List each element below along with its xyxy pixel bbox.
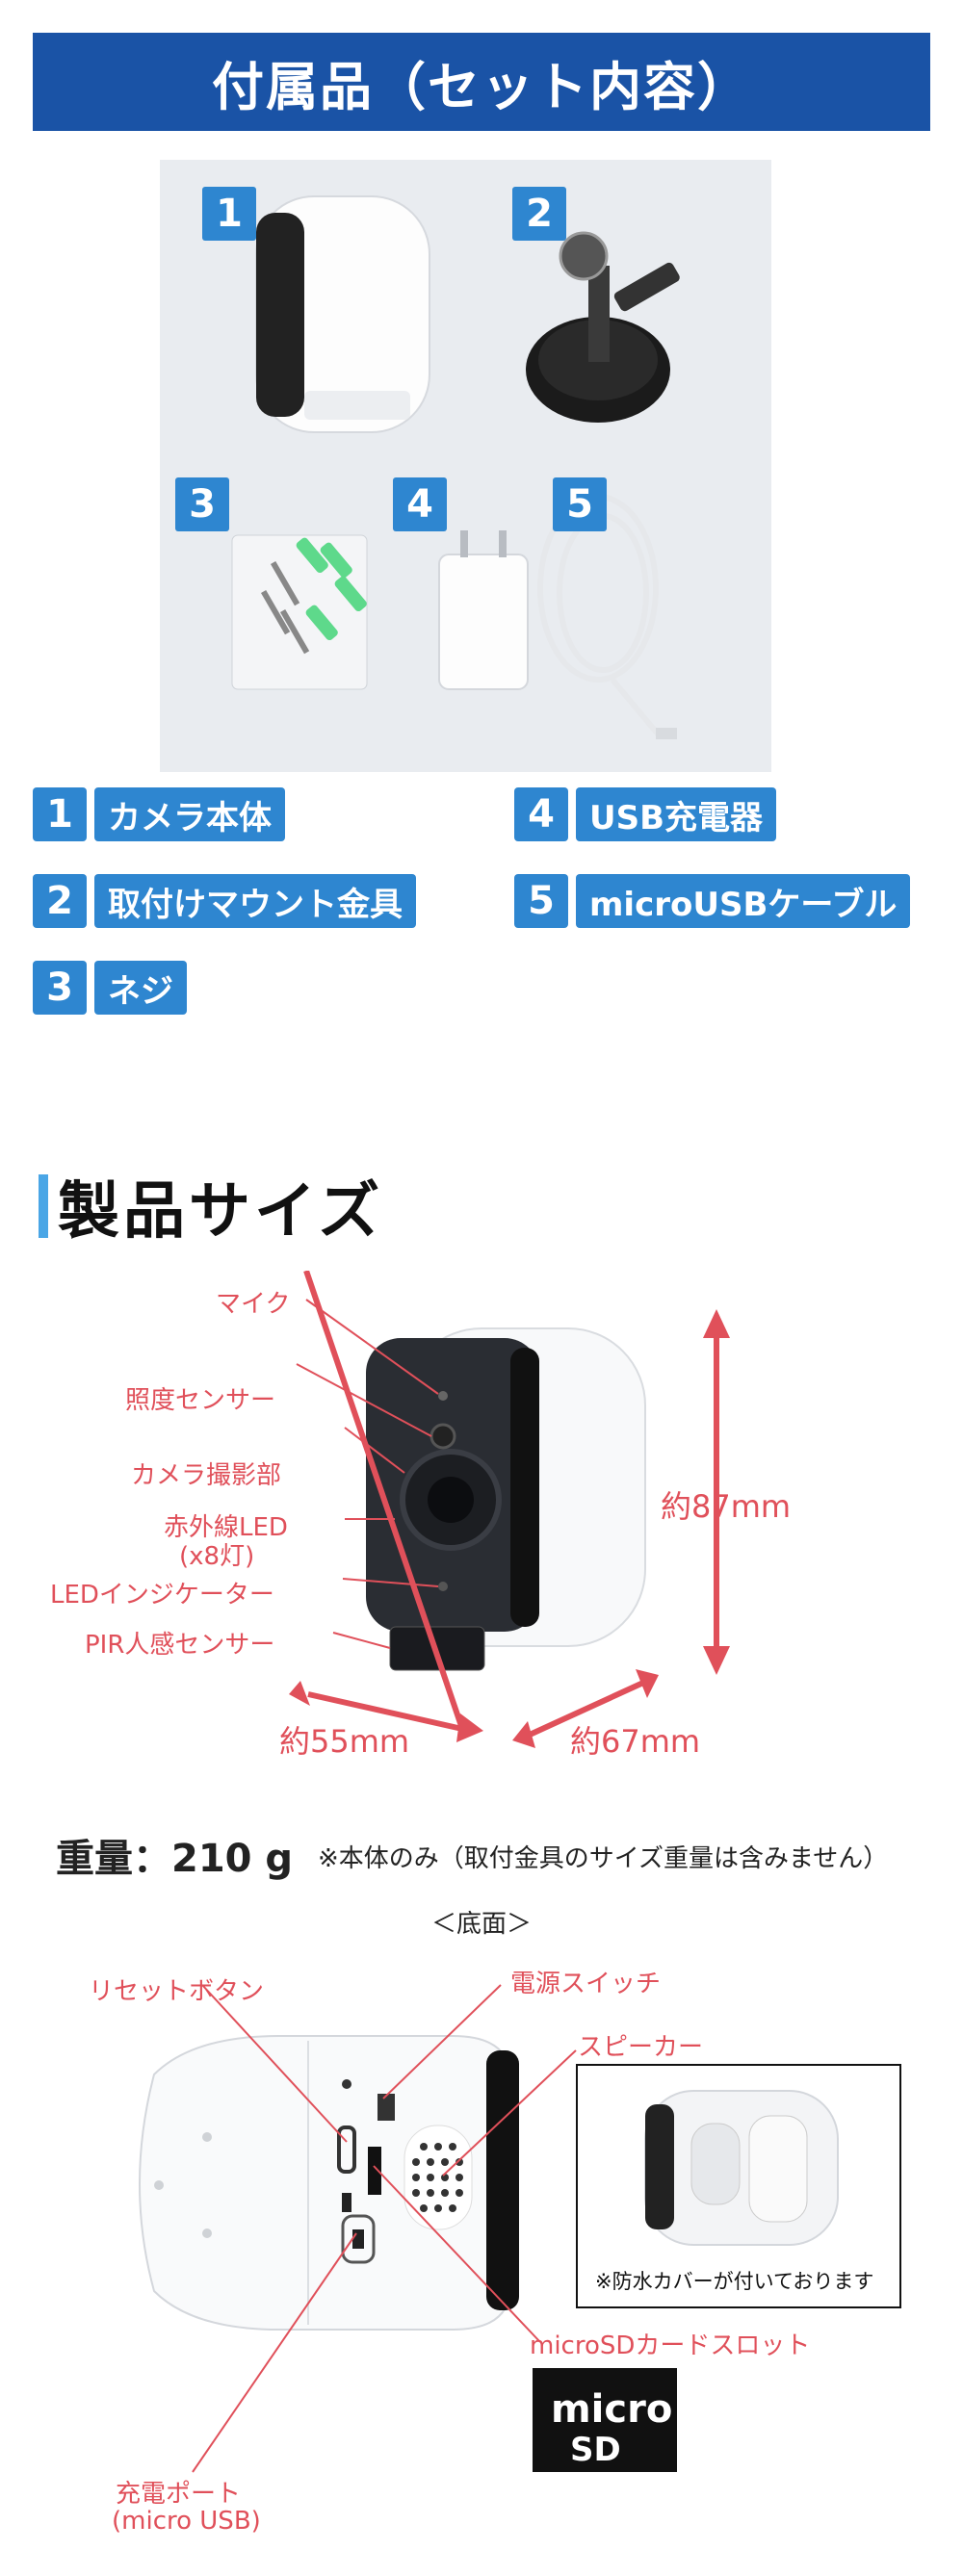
photo-number-2: 2 bbox=[512, 187, 566, 241]
photo-number-1: 1 bbox=[202, 187, 256, 241]
legend-item-3: 3 ネジ bbox=[33, 961, 187, 1015]
callout-ir-led-count: (x8灯) bbox=[179, 1542, 255, 1571]
bottom-diagram: micro SD bbox=[139, 1984, 677, 2473]
callout-mic: マイク bbox=[216, 1290, 291, 1319]
weight-label: 重量：210 g bbox=[56, 1837, 294, 1881]
legend-number: 3 bbox=[33, 961, 87, 1015]
size-title-text: 製品サイズ bbox=[58, 1176, 384, 1248]
bottom-callout-lines bbox=[192, 1984, 577, 2473]
dimension-width: 約55mm bbox=[279, 1723, 410, 1760]
callout-speaker: スピーカー bbox=[578, 2033, 704, 2062]
contents-photo bbox=[231, 195, 680, 739]
legend-number: 2 bbox=[33, 874, 87, 928]
legend-label: 取付けマウント金具 bbox=[94, 874, 416, 928]
camera-body-image bbox=[255, 195, 430, 433]
legend-item-2: 2 取付けマウント金具 bbox=[33, 874, 416, 928]
camera-bottom-image bbox=[139, 2035, 519, 2331]
callout-power-switch: 電源スイッチ bbox=[510, 1970, 662, 1998]
weight-note: ※本体のみ（取付金具のサイズ重量は含みません） bbox=[318, 1844, 889, 1873]
dimension-arrows bbox=[289, 1271, 730, 1748]
callout-ir-led: 赤外線LED bbox=[164, 1513, 288, 1542]
microsd-logo-icon: micro SD bbox=[533, 2368, 677, 2472]
legend-label: USB充電器 bbox=[576, 787, 777, 841]
camera-front-image bbox=[366, 1327, 646, 1671]
size-section-title: 製品サイズ bbox=[39, 1172, 383, 1248]
waterproof-note: ※防水カバーが付いております bbox=[595, 2270, 874, 2293]
screws-image bbox=[231, 534, 368, 690]
title-accent-bar bbox=[39, 1174, 48, 1238]
dimension-height: 約87mm bbox=[661, 1488, 792, 1525]
legend-label: microUSBケーブル bbox=[576, 874, 911, 928]
contents-header: 付属品（セット内容） bbox=[33, 33, 930, 131]
waterproof-inset: ※防水カバーが付いております bbox=[576, 2064, 901, 2308]
photo-number-5: 5 bbox=[553, 477, 607, 531]
svg-text:SD: SD bbox=[570, 2431, 621, 2469]
photo-number-4: 4 bbox=[393, 477, 447, 531]
size-diagram bbox=[289, 1271, 730, 1748]
callout-camera: カメラ撮影部 bbox=[131, 1461, 282, 1490]
bottom-view-title: ＜底面＞ bbox=[430, 1910, 532, 1939]
mount-bracket-image bbox=[526, 231, 680, 423]
callout-charge-port: 充電ポート bbox=[116, 2480, 242, 2509]
callout-pir: PIR人感センサー bbox=[85, 1631, 275, 1660]
legend-label: カメラ本体 bbox=[94, 787, 285, 841]
legend-number: 1 bbox=[33, 787, 87, 841]
legend-number: 5 bbox=[514, 874, 568, 928]
speaker-grille-icon bbox=[412, 2143, 463, 2212]
callout-reset-button: リセットボタン bbox=[89, 1977, 265, 2006]
usb-cable-image bbox=[537, 494, 677, 739]
callout-light-sensor: 照度センサー bbox=[125, 1386, 276, 1415]
photo-number-3: 3 bbox=[175, 477, 229, 531]
legend-item-4: 4 USB充電器 bbox=[514, 787, 777, 841]
contents-photo-panel: 1 2 3 4 5 bbox=[160, 160, 771, 772]
waterproof-cover-image bbox=[644, 2090, 839, 2246]
legend-label: ネジ bbox=[94, 961, 187, 1015]
callout-led-indicator: LEDインジケーター bbox=[50, 1581, 274, 1610]
legend-number: 4 bbox=[514, 787, 568, 841]
legend-item-1: 1 カメラ本体 bbox=[33, 787, 285, 841]
svg-text:micro: micro bbox=[551, 2387, 672, 2432]
callout-charge-port-type: (micro USB) bbox=[112, 2507, 261, 2536]
callout-sd-slot: microSDカードスロット bbox=[530, 2331, 811, 2360]
dimension-depth: 約67mm bbox=[570, 1723, 701, 1760]
usb-charger-image bbox=[438, 530, 529, 690]
legend-item-5: 5 microUSBケーブル bbox=[514, 874, 911, 928]
callout-lines bbox=[296, 1299, 439, 1649]
